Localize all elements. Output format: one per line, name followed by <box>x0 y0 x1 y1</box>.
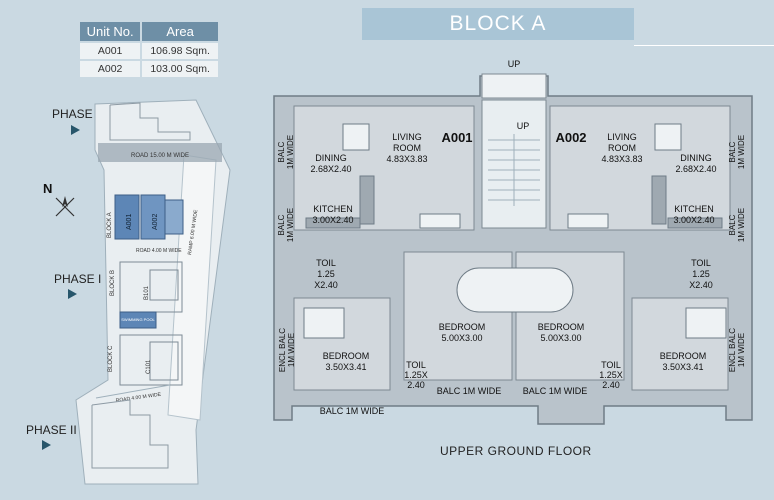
header-unit-no: Unit No. <box>80 22 141 41</box>
balc-right-top-l2: 1M WIDE <box>737 135 746 169</box>
living-right-l1: LIVING <box>607 132 637 142</box>
dining-left-l1: DINING <box>315 153 347 163</box>
unit-area-table: Unit No. Area A001 106.98 Sqm. A002 103.… <box>78 20 220 79</box>
kitchen-left-l2: 3.00X2.40 <box>312 215 353 225</box>
toil-left-l2: 1.25 <box>317 269 335 279</box>
table-row: A002 103.00 Sqm. <box>80 61 218 77</box>
floor-label: UPPER GROUND FLOOR <box>440 444 592 458</box>
toil-small-left-l1: TOIL <box>406 360 426 370</box>
site-c101-label: C101 <box>146 359 152 374</box>
dining-right-l2: 2.68X2.40 <box>675 164 716 174</box>
toil-right-l3: X2.40 <box>689 280 713 290</box>
toil-left-l3: X2.40 <box>314 280 338 290</box>
up-stair-label: UP <box>517 121 530 131</box>
balc-bottom-mid-left-label: BALC 1M WIDE <box>437 386 502 396</box>
toil-left-l1: TOIL <box>316 258 336 268</box>
bed-mid-left-l2: 5.00X3.00 <box>441 333 482 343</box>
area-cell: 103.00 Sqm. <box>142 61 218 77</box>
unit-a001-label: A001 <box>441 130 472 145</box>
dining-right-l1: DINING <box>680 153 712 163</box>
encl-balc-left-l2: 1M WIDE <box>287 333 296 367</box>
toil-right-l1: TOIL <box>691 258 711 268</box>
toil-right-l2: 1.25 <box>692 269 710 279</box>
site-block-b-label: BLOCK B <box>110 270 116 296</box>
balc-left-top-l2: 1M WIDE <box>286 135 295 169</box>
header-area: Area <box>142 22 218 41</box>
balc-right-mid-l2: 1M WIDE <box>737 208 746 242</box>
living-right-l2: ROOM <box>608 143 636 153</box>
balc-bottom-left-label: BALC 1M WIDE <box>320 406 385 416</box>
title-underline <box>634 45 774 46</box>
unit-cell: A002 <box>80 61 141 77</box>
balc-right-mid-l1: BALC <box>728 214 737 235</box>
toil-small-left-l2: 1.25X <box>404 370 428 380</box>
encl-balc-right-l1: ENCL BALC <box>728 328 737 372</box>
phase-2-label: PHASE II <box>26 423 77 437</box>
block-title: BLOCK A <box>362 8 634 40</box>
toil-small-left-l3: 2.40 <box>407 380 425 390</box>
phase-3-label: PHASE III <box>52 107 107 121</box>
encl-balc-left-l1: ENCL BALC <box>278 328 287 372</box>
north-label: N <box>43 181 52 196</box>
balc-right-top-l1: BALC <box>728 141 737 162</box>
kitchen-right-l2: 3.00X2.40 <box>673 215 714 225</box>
phase-1-marker-icon <box>68 289 77 299</box>
road-mid-label: ROAD 4.00 M WIDE <box>136 248 182 254</box>
site-block-a-label: BLOCK A <box>107 212 113 238</box>
north-compass-icon <box>55 196 75 217</box>
toil-small-right-l3: 2.40 <box>602 380 620 390</box>
balc-left-mid-l1: BALC <box>277 214 286 235</box>
toil-small-right-l1: TOIL <box>601 360 621 370</box>
balc-left-mid-l2: 1M WIDE <box>286 208 295 242</box>
kitchen-left-l1: KITCHEN <box>313 204 353 214</box>
bed-mid-left-l1: BEDROOM <box>439 322 486 332</box>
toil-small-right-l2: 1.25X <box>599 370 623 380</box>
living-left-l3: 4.83X3.83 <box>386 154 427 164</box>
phase-3-marker-icon <box>71 125 80 135</box>
unit-cell: A001 <box>80 43 141 59</box>
living-left-l1: LIVING <box>392 132 422 142</box>
phase-1-label: PHASE I <box>54 272 102 286</box>
phase-2-marker-icon <box>42 440 51 450</box>
encl-balc-right-l2: 1M WIDE <box>737 333 746 367</box>
site-a002-label: A002 <box>152 214 159 230</box>
bed-side-right-l1: BEDROOM <box>660 351 707 361</box>
site-a001-label: A001 <box>126 214 133 230</box>
area-cell: 106.98 Sqm. <box>142 43 218 59</box>
up-top-label: UP <box>508 59 521 69</box>
living-right-l3: 4.83X3.83 <box>601 154 642 164</box>
balc-bottom-mid-right-label: BALC 1M WIDE <box>523 386 588 396</box>
bed-side-left-l1: BEDROOM <box>323 351 370 361</box>
bed-side-left-l2: 3.50X3.41 <box>325 362 366 372</box>
kitchen-right-l1: KITCHEN <box>674 204 714 214</box>
dining-left-l2: 2.68X2.40 <box>310 164 351 174</box>
bed-mid-right-l1: BEDROOM <box>538 322 585 332</box>
bed-side-right-l2: 3.50X3.41 <box>662 362 703 372</box>
site-b101-label: B101 <box>144 285 150 300</box>
site-pool-label: SWIMMING POOL <box>121 317 155 322</box>
road-top-label: ROAD 15.00 M WIDE <box>131 153 189 159</box>
balc-left-top-l1: BALC <box>277 141 286 162</box>
bed-mid-right-l2: 5.00X3.00 <box>540 333 581 343</box>
table-row: A001 106.98 Sqm. <box>80 43 218 59</box>
site-block-c-label: BLOCK C <box>108 345 114 372</box>
site-plan: ROAD 15.00 M WIDE A001 A002 BLOCK A ROAD… <box>43 99 231 485</box>
living-left-l2: ROOM <box>393 143 421 153</box>
unit-a002-label: A002 <box>555 130 586 145</box>
